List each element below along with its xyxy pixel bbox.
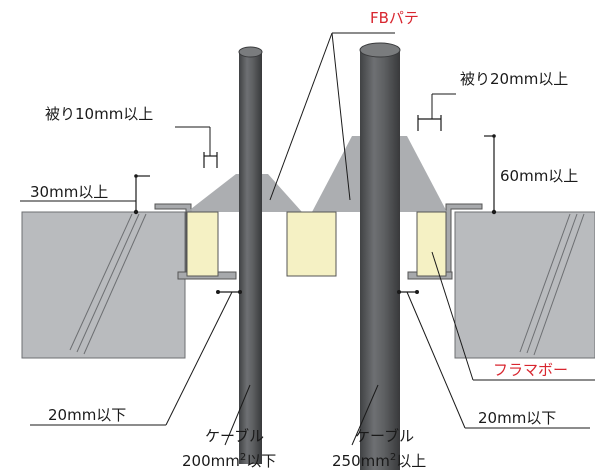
cover-10-label: 被り10mm以上 — [45, 105, 153, 123]
board-center — [286, 211, 337, 277]
cable-right-size-post: 以上 — [396, 452, 426, 470]
dim-30-label: 30mm以上 — [30, 183, 108, 201]
cable-left — [238, 46, 263, 464]
cable-left-name: ケーブル — [205, 427, 264, 445]
cable-right-leader — [351, 384, 379, 446]
cable-left-size-sup: 2 — [240, 452, 246, 463]
cable-left-size-pre: 200mm — [182, 452, 240, 470]
fb-putty-label: FBパテ — [370, 9, 419, 27]
cable-right-name: ケーブル — [355, 427, 414, 445]
board-right — [416, 211, 447, 277]
cable-left-size-post: 以下 — [246, 452, 276, 470]
cover-10-dimension — [175, 126, 218, 168]
gap-right-label: 20mm以下 — [478, 409, 556, 427]
fb-putty-leader-right — [331, 32, 351, 201]
gap-right-dimension — [397, 290, 590, 429]
flamabo-label: フラマボー — [493, 361, 568, 379]
gap-left-dimension — [30, 290, 242, 426]
cable-left-size: 200mm2以下 — [182, 452, 276, 470]
cable-right-size: 250mm2以上 — [332, 452, 426, 470]
cover-20-dimension — [417, 93, 456, 131]
flamabo-leader — [431, 251, 595, 381]
cable-right — [359, 42, 401, 470]
cable-right-size-pre: 250mm — [332, 452, 390, 470]
fb-putty-leader-left — [269, 32, 333, 201]
cable-right-size-sup: 2 — [390, 452, 396, 463]
board-left — [186, 211, 219, 277]
gap-left-label: 20mm以下 — [48, 406, 126, 424]
wall-left — [21, 211, 186, 359]
dim-60-marker — [484, 134, 497, 215]
dim-60-label: 60mm以上 — [500, 167, 578, 185]
dim-30-marker — [20, 174, 150, 215]
wall-right — [454, 211, 595, 359]
cable-left-leader — [224, 384, 251, 446]
cover-20-label: 被り20mm以上 — [460, 70, 568, 88]
